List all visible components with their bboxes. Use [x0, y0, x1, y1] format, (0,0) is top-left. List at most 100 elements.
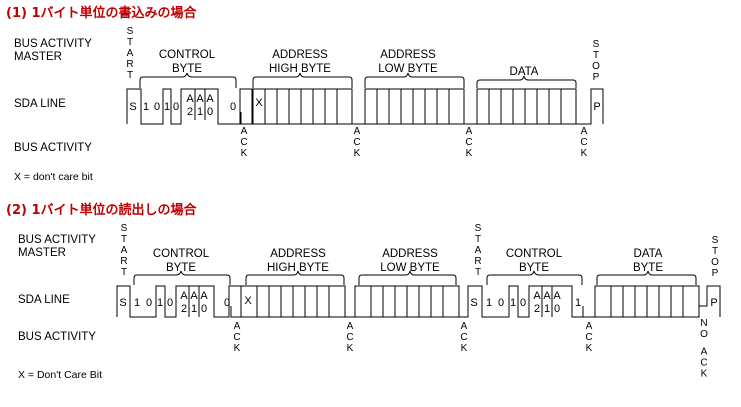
vertical-letter: A [586, 321, 593, 332]
section1-control-byte-label-line1: CONTROL [159, 49, 216, 61]
vertical-letter: K [234, 343, 241, 354]
section1-data-cells [476, 88, 577, 125]
section1-address-high-label-line1: ADDRESS [272, 49, 328, 61]
section2-bit-4: 0 [167, 297, 173, 309]
section1-address-high-cells [252, 88, 353, 125]
vertical-letter: A [701, 347, 708, 358]
address-bit-letter: A [543, 290, 551, 302]
vertical-letter: K [581, 148, 588, 159]
section2-ack-4: ACK [585, 321, 592, 354]
vertical-letter: K [466, 148, 473, 159]
section1-waveform-ack1 [240, 112, 254, 125]
vertical-letter: O [592, 61, 600, 72]
vertical-letter: C [700, 358, 707, 369]
address-bit-digit: 2 [181, 303, 187, 315]
section2-ack-3: ACK [460, 321, 467, 354]
section2-address-high-label-line2: HIGH BYTE [267, 262, 329, 274]
vertical-letter: S [712, 235, 719, 246]
address-bit-letter: A [200, 290, 208, 302]
section1-waveform-stop [575, 88, 604, 125]
address-bit-digit: 1 [544, 303, 550, 315]
section2-address-high-label-line1: ADDRESS [270, 248, 326, 260]
vertical-letter: O [700, 329, 708, 340]
section2-bit-2: 0 [146, 297, 152, 309]
section1-ack-1: ACK [240, 126, 247, 159]
section1-address-low-label-line2: LOW BYTE [378, 63, 438, 75]
section2-title: (2) 1バイト単位の読出しの場合 [6, 202, 197, 218]
section2-waveform-ack4 [582, 306, 595, 318]
section2-data-byte-label-line2: BYTE [633, 262, 663, 274]
section2-bit2-1: 1 [486, 297, 492, 309]
section1-address-high-label-line2: HIGH BYTE [269, 63, 331, 75]
vertical-letter: C [465, 137, 472, 148]
section2-bus-activity-master-line2: MASTER [18, 247, 66, 259]
vertical-letter: A [121, 245, 128, 256]
vertical-letter: K [241, 148, 248, 159]
vertical-letter: C [346, 332, 353, 343]
vertical-letter: A [466, 126, 473, 137]
section1-note: X = don't care bit [14, 171, 93, 183]
section1-stop-bit: P [593, 101, 600, 113]
section1-control-byte-label-line2: BYTE [172, 63, 202, 75]
section2-bit2-3: 1 [510, 297, 516, 309]
vertical-letter: N [700, 318, 707, 329]
vertical-letter: T [121, 267, 127, 278]
section1-bit-2: 0 [154, 101, 160, 113]
section2-bit-1: 1 [134, 297, 140, 309]
section2-control-brace [133, 270, 231, 285]
vertical-letter: A [234, 321, 241, 332]
vertical-letter: P [712, 268, 719, 279]
vertical-letter: T [475, 234, 481, 245]
section2-control2-brace [486, 270, 583, 285]
vertical-letter: K [701, 369, 708, 380]
vertical-letter: K [586, 343, 593, 354]
section1-address-low-cells [364, 88, 465, 125]
section2-stop-bit: P [710, 297, 717, 309]
vertical-letter: S [121, 223, 128, 234]
section2-bit2-2: 0 [498, 297, 504, 309]
section1-ack-4: ACK [580, 126, 587, 159]
vertical-letter: O [711, 257, 719, 268]
vertical-letter: A [475, 245, 482, 256]
vertical-letter: T [712, 246, 718, 257]
section2-control-byte2-label-line1: CONTROL [506, 248, 563, 260]
vertical-letter: A [461, 321, 468, 332]
address-bit-digit: 0 [554, 303, 560, 315]
section2-data-brace [596, 270, 697, 285]
section2-start-bit-1: S [119, 297, 126, 309]
section2-bit-3: 1 [157, 297, 163, 309]
section2-waveform-ack2 [344, 306, 355, 318]
vertical-letter: A [354, 126, 361, 137]
section1-ack-2: ACK [353, 126, 360, 159]
address-bit-digit: 0 [207, 106, 213, 118]
address-bit-digit: 2 [187, 106, 193, 118]
section2-waveform-control [116, 285, 242, 318]
section1-title: (1) 1バイト単位の書込みの場合 [6, 5, 197, 21]
address-bit-letter: A [206, 93, 214, 105]
section2-address-low-brace [358, 270, 457, 285]
section1-sda-line-label: SDA LINE [14, 98, 66, 110]
section2-waveform-stop [698, 285, 721, 317]
address-bit-letter: A [186, 93, 194, 105]
vertical-letter: C [233, 332, 240, 343]
vertical-letter: R [126, 59, 133, 70]
section2-waveform-ack1 [230, 306, 241, 318]
section2-bus-activity-label: BUS ACTIVITY [18, 331, 96, 343]
vertical-letter: A [127, 48, 134, 59]
section2-waveform-control2 [458, 285, 583, 318]
section1-rw-bit: 0 [230, 101, 236, 113]
section2-start-bit-2: S [470, 297, 477, 309]
vertical-letter: T [127, 37, 133, 48]
vertical-letter: A [581, 126, 588, 137]
section2-bit2-4: 0 [520, 297, 526, 309]
section2-data-cells [594, 285, 700, 318]
section2-data-byte-label-line1: DATA [634, 248, 663, 260]
section1-data-brace [476, 75, 577, 88]
